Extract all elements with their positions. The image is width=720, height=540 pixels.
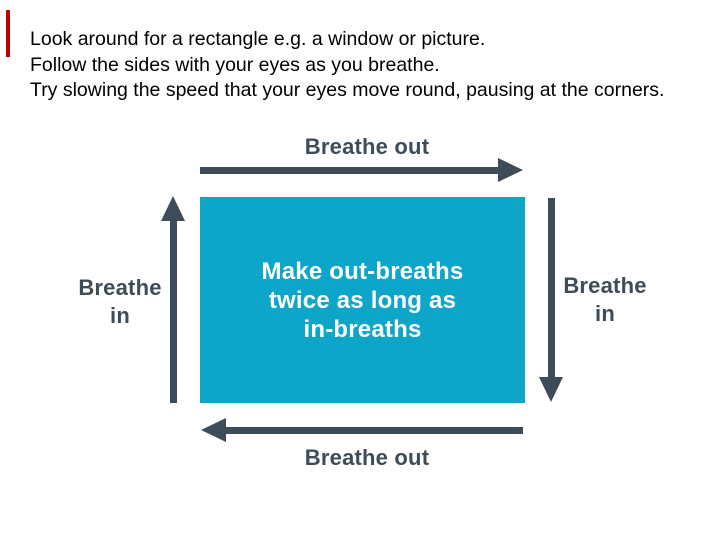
right-arrow-shaft [548,198,555,377]
intro-line-2: Follow the sides with your eyes as you b… [30,53,440,76]
breathe-in-left-label: Breathe in [45,274,195,330]
instruction-box: Make out-breaths twice as long as in-bre… [200,197,525,403]
red-accent-mark [6,10,10,57]
left-arrow-head [161,196,185,221]
breathe-in-right-line1: Breathe [563,273,647,298]
breathe-in-left-line1: Breathe [78,275,162,300]
intro-line-3: Try slowing the speed that your eyes mov… [30,79,665,101]
top-arrow-shaft [200,167,500,174]
left-arrow-shaft [170,221,177,403]
intro-line-1: Look around for a rectangle e.g. a windo… [30,28,486,50]
breathe-out-bottom-label: Breathe out [304,445,430,470]
instruction-line-2: twice as long as [268,286,457,314]
instruction-line-3: in-breaths [303,315,422,343]
bottom-arrow-shaft [226,427,523,434]
intro-text: Look around for a rectangle e.g. a windo… [30,27,700,104]
breathe-out-top-label: Breathe out [304,134,430,159]
instruction-line-1: Make out-breaths [261,257,464,285]
breathe-in-left-line2: in [110,303,130,328]
breathe-in-right-line2: in [595,301,615,326]
bottom-arrow-head [201,418,226,442]
right-arrow-head [539,377,563,402]
breathe-in-right-label: Breathe in [530,272,680,328]
top-arrow-head [498,158,523,182]
